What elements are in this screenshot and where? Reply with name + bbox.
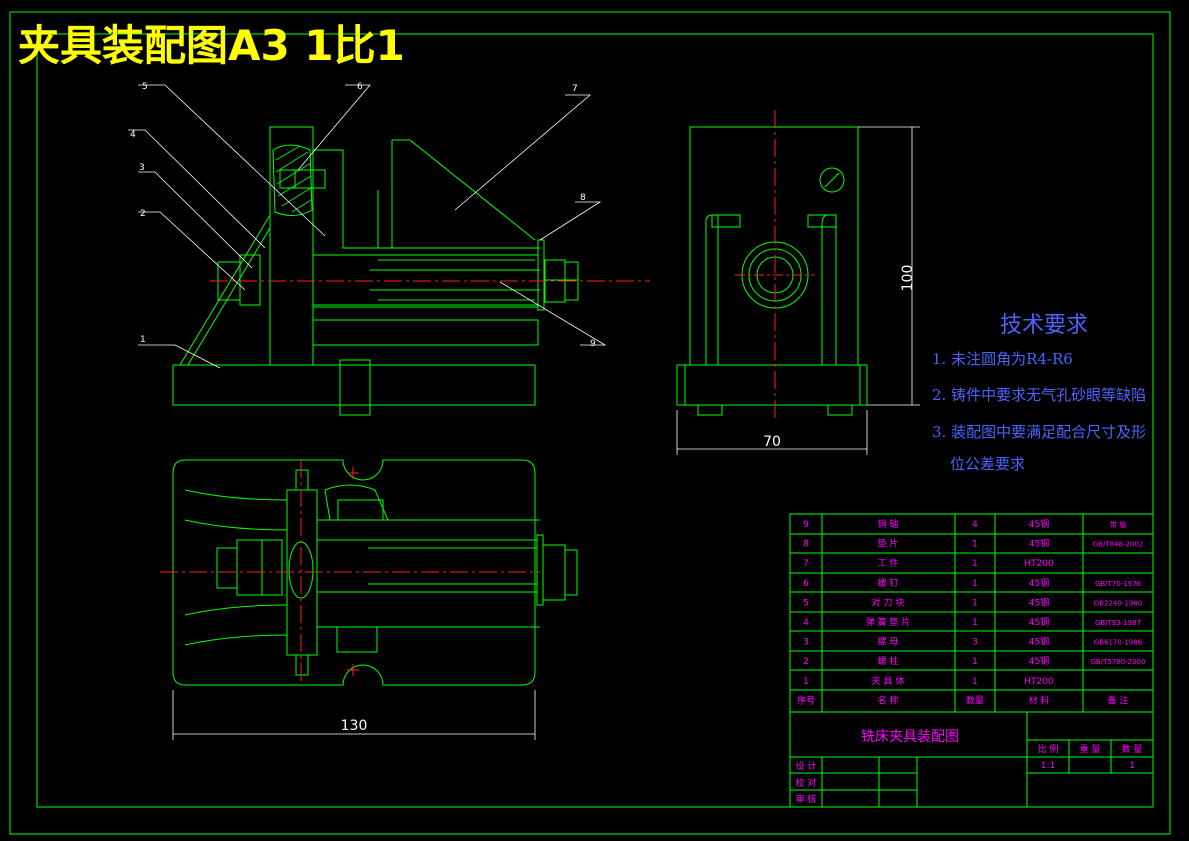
parts-cell-name: 螺 柱 (878, 655, 899, 667)
weight-label: 重 量 (1080, 743, 1101, 755)
parts-cell-note: GB/T5780-2000 (1090, 658, 1145, 666)
qty-label: 数 量 (1122, 743, 1143, 755)
top-view (172, 459, 578, 686)
dim-height-100: 100 (900, 265, 916, 292)
parts-cell-qty: 1 (972, 677, 978, 687)
dim-width-70: 70 (763, 434, 781, 450)
balloon-7: 7 (572, 84, 578, 94)
title-block (789, 711, 1154, 808)
parts-cell-note: GB6170-1986 (1094, 639, 1143, 647)
parts-cell-name: 工 件 (878, 557, 899, 569)
tech-req-heading: 技术要求 (1000, 313, 1088, 338)
parts-cell-qty: 1 (972, 559, 978, 569)
scale-value: 1:1 (1041, 761, 1055, 771)
parts-cell-qty: 4 (972, 520, 978, 530)
parts-cell-qty: 1 (972, 579, 978, 589)
parts-cell-no: 6 (803, 579, 809, 589)
outer-border (9, 11, 1171, 835)
parts-cell-note: GB/T93-1987 (1095, 619, 1141, 627)
parts-cell-note: GB/T848-2002 (1093, 541, 1144, 549)
parts-cell-no: 9 (803, 520, 809, 530)
parts-table (789, 513, 1154, 713)
review-label: 审 核 (796, 793, 817, 805)
parts-cell-no: 5 (803, 598, 809, 608)
parts-cell-material: HT200 (1024, 677, 1054, 687)
parts-cell-note: GB/T70-1976 (1095, 580, 1142, 588)
parts-cell-no: 7 (803, 559, 809, 569)
inner-border (36, 33, 1154, 808)
parts-cell-no: 4 (803, 618, 809, 628)
parts-cell-name: 螺 母 (878, 637, 899, 648)
parts-cell-qty: 1 (972, 618, 978, 628)
parts-cell-material: 45钢 (1029, 655, 1049, 667)
parts-header-material: 材 料 (1029, 694, 1050, 706)
drawing-title: 夹具装配图A3 1比1 (18, 21, 405, 70)
front-view-leaders (128, 84, 607, 369)
parts-cell-name: 销 轴 (878, 518, 899, 530)
parts-cell-name: 对 刀 块 (872, 596, 905, 608)
check-label: 校 对 (796, 777, 817, 789)
parts-cell-no: 8 (803, 540, 809, 550)
parts-cell-name: 弹 簧 垫 片 (866, 616, 911, 628)
parts-cell-no: 3 (803, 638, 809, 648)
parts-cell-name: 螺 钉 (878, 578, 899, 589)
parts-cell-material: HT200 (1024, 559, 1054, 569)
parts-cell-note: 带 轴 (1110, 520, 1126, 529)
balloon-4: 4 (130, 130, 136, 140)
parts-cell-qty: 1 (972, 657, 978, 667)
balloon-6: 6 (357, 82, 363, 92)
balloon-2: 2 (140, 209, 146, 219)
parts-cell-qty: 3 (972, 638, 978, 648)
balloon-3: 3 (139, 163, 145, 173)
balloon-1: 1 (140, 335, 146, 345)
parts-cell-qty: 1 (972, 540, 978, 550)
balloon-5: 5 (142, 82, 148, 92)
parts-header-note: 备 注 (1108, 694, 1129, 706)
tech-req-item-3: 3. 装配图中要满足配合尺寸及形 (932, 423, 1146, 441)
parts-cell-no: 2 (803, 657, 809, 667)
tech-req-item-1: 1. 未注圆角为R4-R6 (932, 350, 1073, 368)
tech-req-item-2: 2. 铸件中要求无气孔砂眼等缺陷 (932, 386, 1146, 404)
parts-cell-note: GB2240-1980 (1094, 599, 1142, 607)
parts-cell-material: 45钢 (1029, 616, 1049, 628)
qty-value: 1 (1129, 761, 1135, 771)
parts-cell-name: 夹 具 体 (872, 675, 905, 687)
parts-header-name: 名 称 (878, 694, 899, 706)
design-label: 设 计 (796, 760, 817, 772)
balloon-9: 9 (590, 339, 596, 349)
parts-cell-no: 1 (803, 677, 809, 687)
parts-cell-material: 45钢 (1029, 538, 1049, 550)
parts-cell-name: 垫 片 (878, 538, 899, 550)
parts-cell-material: 45钢 (1029, 636, 1049, 648)
balloon-8: 8 (580, 193, 586, 203)
parts-header-qty: 数量 (966, 694, 984, 706)
drawing-name: 铣床夹具装配图 (861, 729, 959, 745)
scale-label: 比 例 (1038, 743, 1059, 755)
parts-cell-material: 45钢 (1029, 518, 1049, 530)
parts-cell-material: 45钢 (1029, 596, 1049, 608)
parts-header-no: 序号 (797, 694, 815, 706)
tech-req-item-4: 位公差要求 (950, 455, 1025, 473)
dim-length-130: 130 (341, 718, 368, 734)
parts-cell-qty: 1 (972, 598, 978, 608)
parts-cell-material: 45钢 (1029, 577, 1049, 589)
